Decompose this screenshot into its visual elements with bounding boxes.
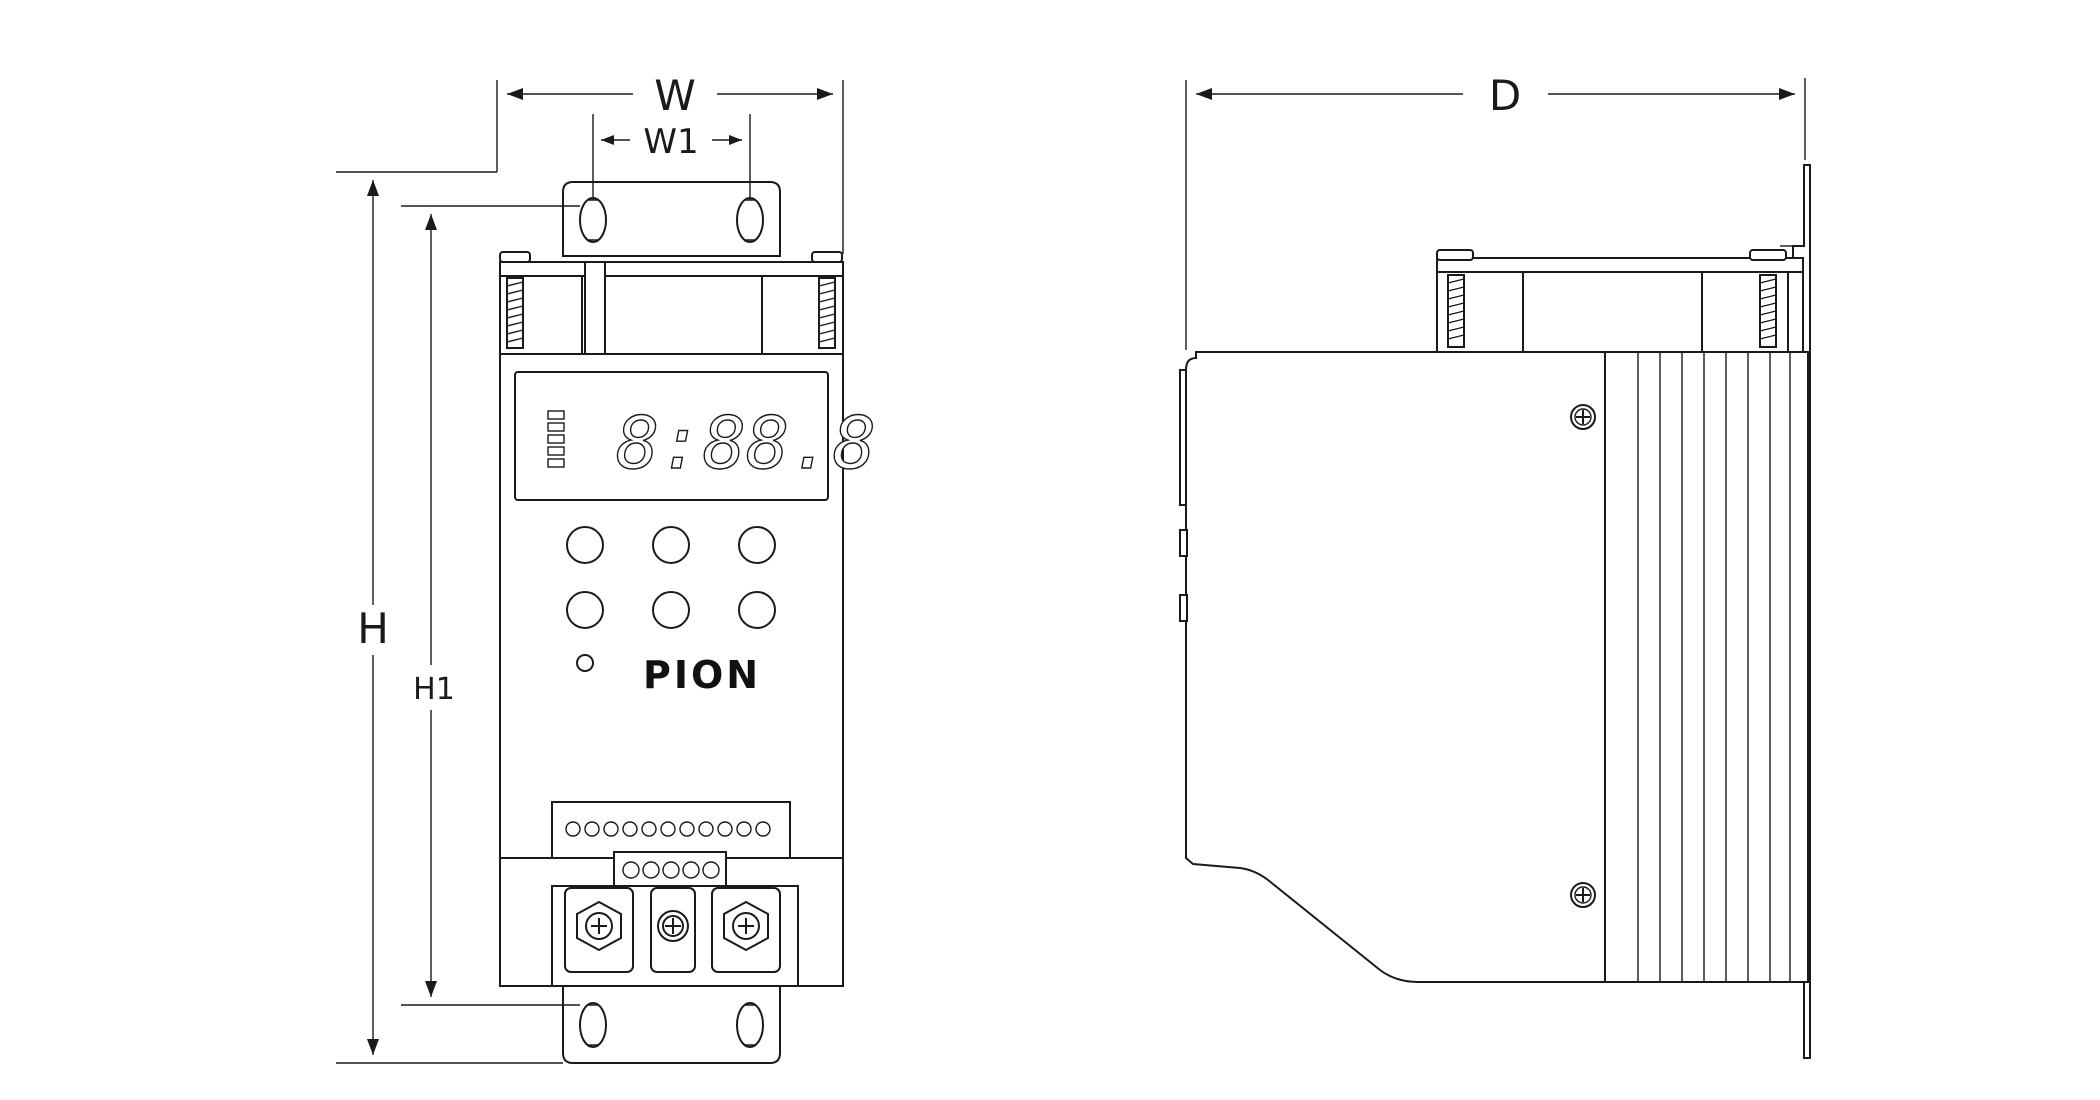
keypad-button — [566, 591, 604, 629]
hex-terminal-screw-icon — [576, 900, 622, 952]
arrow-down-icon — [367, 1039, 379, 1055]
bottom-right-mount-hole — [736, 1002, 764, 1048]
keypad-button — [652, 526, 690, 564]
arrow-right-icon — [817, 88, 833, 100]
arrow-up-icon — [425, 214, 437, 230]
front-panel-edge — [1179, 369, 1186, 506]
h-extension-lines — [336, 171, 563, 1064]
dimension-label-h: H — [357, 604, 389, 653]
side-nub — [1179, 594, 1188, 622]
status-led-bars — [547, 410, 565, 468]
arrow-right-icon — [729, 135, 742, 145]
d-extension-lines — [1185, 78, 1806, 350]
front-view: 8:88.8 PION — [499, 181, 877, 1064]
hex-terminal-screw-icon — [723, 900, 769, 952]
control-terminal-holes — [565, 821, 771, 837]
secondary-terminal-block — [613, 851, 727, 887]
top-center-slot — [584, 261, 606, 355]
top-mount-bracket — [562, 181, 781, 257]
dimension-label-d: D — [1489, 71, 1521, 120]
heatsink-fins — [1604, 352, 1791, 982]
arrow-left-icon — [507, 88, 523, 100]
top-right-screw-icon — [811, 251, 843, 349]
control-terminal-block — [551, 801, 791, 859]
arrow-down-icon — [425, 981, 437, 997]
side-dimensions: D — [1185, 71, 1806, 350]
side-nub — [1179, 529, 1188, 557]
dimension-label-w: W — [654, 71, 696, 120]
seven-segment-display: 8:88.8 — [616, 401, 876, 485]
arrow-up-icon — [367, 180, 379, 196]
arrow-right-icon — [1779, 88, 1795, 100]
side-right-screw-icon — [1749, 249, 1787, 348]
round-terminal-screw-icon — [657, 910, 689, 942]
brand-logo: PION — [643, 653, 761, 697]
keypad — [566, 526, 776, 672]
bottom-mount-bracket — [562, 985, 781, 1064]
side-panel-screw-icon — [1570, 404, 1596, 430]
side-main-body — [1185, 351, 1809, 983]
h1-extension-lines — [401, 205, 580, 1006]
dimension-label-w1: W1 — [643, 122, 698, 162]
display-panel — [514, 371, 829, 501]
keypad-button — [566, 526, 604, 564]
secondary-terminal-holes — [622, 861, 720, 879]
w1-extension-lines — [592, 114, 751, 200]
side-view — [1179, 164, 1811, 1059]
bottom-hole-marks — [587, 1004, 756, 1046]
dimension-label-h1: H1 — [413, 672, 455, 707]
top-left-screw-icon — [499, 251, 531, 349]
front-dimensions: W W1 H H1 — [336, 71, 844, 1064]
keypad-button — [652, 591, 690, 629]
keypad-button — [738, 591, 776, 629]
keypad-button — [738, 526, 776, 564]
arrow-left-icon — [601, 135, 614, 145]
w-extension-lines — [496, 80, 844, 254]
side-panel-screw-icon — [1570, 882, 1596, 908]
side-left-screw-icon — [1436, 249, 1474, 348]
bottom-left-mount-hole — [579, 1002, 607, 1048]
arrow-left-icon — [1196, 88, 1212, 100]
indicator-led — [576, 654, 594, 672]
